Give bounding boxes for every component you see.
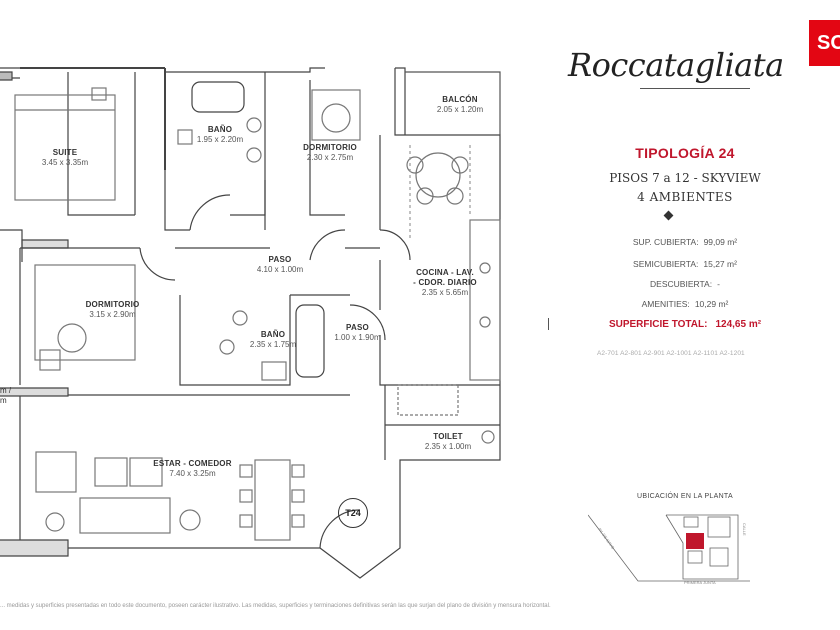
room-paso-2-dims: 1.00 x 1.90m [334,333,381,342]
sup-cubierta-value: 99,09 m² [703,237,738,247]
location-mini-map: AV. DE MAYO CALLE PRIMERA JUNTA [588,514,750,585]
room-bano-1-name: BAÑO [207,125,233,134]
room-bano-1: BAÑO 1.95 x 2.20m [190,125,250,145]
corner-logo: SO [809,20,840,66]
room-suite-dims: 3.45 x 3.35m [41,158,89,167]
floor-plan: SUITE 3.45 x 3.35m BAÑO 1.95 x 2.20m DOR… [0,67,501,579]
vertical-divider [548,318,549,330]
room-toilet-dims: 2.35 x 1.00m [424,442,472,451]
room-dormitorio-2-name: DORMITORIO [85,300,140,309]
room-dormitorio-1-dims: 2.30 x 2.75m [306,153,354,162]
room-bano-1-dims: 1.95 x 2.20m [196,135,244,144]
room-dormitorio-1-name: DORMITORIO [303,143,357,152]
room-suite-name: SUITE [52,148,78,157]
descubierta-label: DESCUBIERTA: [650,279,713,289]
sup-cubierta-row: SUP. CUBIERTA: 99,09 m² [560,237,810,247]
brand-underline [640,88,750,89]
room-bano-2-name: BAÑO [260,330,286,339]
location-highlight [686,533,704,549]
typology-title: TIPOLOGÍA 24 [635,145,735,161]
room-estar-comedor-dims: 7.40 x 3.25m [169,469,216,478]
amenities-row: AMENITIES: 10,29 m² [560,299,810,309]
total-row: SUPERFICIE TOTAL: 124,65 m² [560,319,810,330]
room-toilet-name: TOILET [433,432,463,441]
room-estar-comedor-name: ESTAR - COMEDOR [153,459,232,468]
floor-plan-drawing [0,67,501,579]
room-balcon-name: BALCÓN [442,95,478,104]
room-balcon-dims: 2.05 x 1.20m [436,105,484,114]
room-bano-2: BAÑO 2.35 x 1.75m [238,330,308,350]
room-edge-label-1: m / [0,386,12,395]
room-paso-2: PASO 1.00 x 1.90m [330,323,385,343]
room-paso-1-dims: 4.10 x 1.00m [256,265,304,274]
room-paso-2-name: PASO [346,323,369,332]
room-bano-2-dims: 2.35 x 1.75m [249,340,297,349]
floors-subtitle: PISOS 7 a 12 - SKYVIEW [609,171,761,185]
sup-cubierta-label: SUP. CUBIERTA: [632,237,699,247]
room-suite: SUITE 3.45 x 3.35m [20,148,110,168]
street-bottom: PRIMERA JUNTA [684,580,716,585]
room-cocina-name-2: - CDOR. DIARIO [413,278,477,287]
descubierta-row: DESCUBIERTA:- [560,279,810,289]
room-dormitorio-1: DORMITORIO 2.30 x 2.75m [295,143,365,163]
amenities-label: AMENITIES: [641,299,690,309]
descubierta-value: - [717,279,720,289]
room-dormitorio-2: DORMITORIO 3.15 x 2.90m [75,300,150,320]
semicubierta-row: SEMICUBIERTA: 15,27 m² [560,259,810,269]
amenities-value: 10,29 m² [694,299,729,309]
typology-badge: T24 [338,498,368,528]
unit-codes: A2-701 A2-801 A2-901 A2-1001 A2-1101 A2-… [597,350,745,357]
room-paso-1-name: PASO [268,255,292,264]
room-paso-1: PASO 4.10 x 1.00m [245,255,315,275]
street-right: CALLE [742,523,747,536]
room-edge-label-2: m [0,396,7,405]
diamond-icon [663,210,674,221]
total-label: SUPERFICIE TOTAL: [608,319,708,330]
room-cocina: COCINA - LAV. - CDOR. DIARIO 2.35 x 5.65… [405,268,485,298]
room-toilet: TOILET 2.35 x 1.00m [418,432,478,452]
room-estar-comedor: ESTAR - COMEDOR 7.40 x 3.25m [150,459,235,479]
room-dormitorio-2-dims: 3.15 x 2.90m [89,310,136,319]
room-cocina-name-1: COCINA - LAV. [416,268,474,277]
room-cocina-dims: 2.35 x 5.65m [421,288,469,297]
room-balcon: BALCÓN 2.05 x 1.20m [425,95,495,115]
footer-disclaimer: ... medidas y superficies presentadas en… [0,603,551,609]
street-left: AV. DE MAYO [597,527,615,550]
rooms-count: 4 AMBIENTES [637,190,733,204]
location-title: UBICACIÓN EN LA PLANTA [637,493,733,500]
total-value: 124,65 m² [715,319,762,330]
semicubierta-label: SEMICUBIERTA: [633,259,699,269]
brand-logo: Roccatagliata [568,46,784,84]
semicubierta-value: 15,27 m² [703,259,737,269]
